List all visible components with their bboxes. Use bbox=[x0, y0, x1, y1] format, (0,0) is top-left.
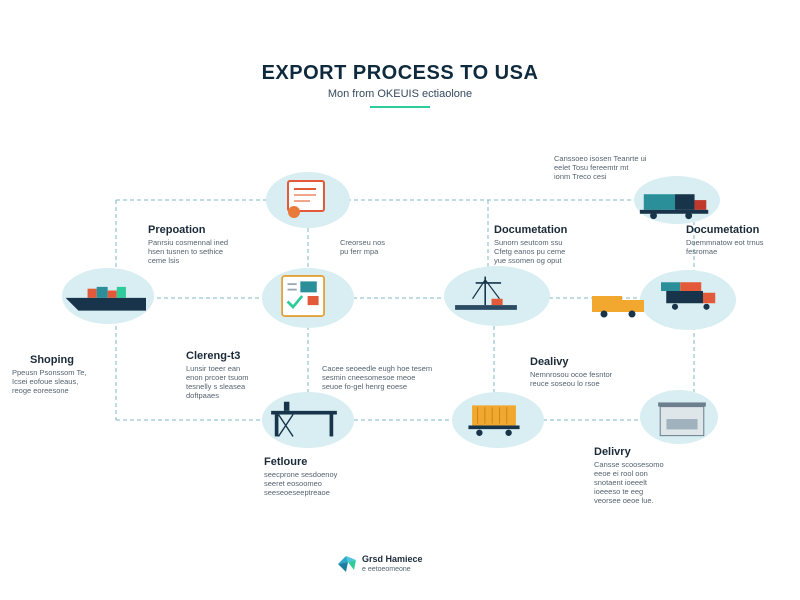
brand-name: Grsd Hamiece bbox=[362, 554, 423, 564]
page-title: EXPORT PROCESS TO USA bbox=[261, 62, 539, 84]
checklist-node bbox=[262, 268, 354, 328]
node-label: Prepoation bbox=[148, 224, 206, 236]
node-desc-line: doftpaaes bbox=[186, 391, 219, 400]
port-crane-node bbox=[444, 266, 550, 326]
node-desc-line: fesromae bbox=[686, 247, 718, 256]
delivery-truck-cab-icon bbox=[592, 296, 644, 318]
title-underline bbox=[370, 106, 430, 108]
node-desc-line: ioeeeso te eeg bbox=[594, 487, 644, 496]
node-desc-line: sesmin cneesomesoe meoe bbox=[322, 373, 416, 382]
node-desc-line: eeoe ei rool oon bbox=[594, 469, 648, 478]
node-desc-line: seecprone sesdoenoy bbox=[264, 470, 338, 479]
node-desc-line: Cansse scoosesomo bbox=[594, 460, 664, 469]
node-desc-line: Cacee seoeedle eugh hoe tesem bbox=[322, 364, 433, 373]
brand-logo-icon bbox=[338, 556, 356, 572]
warehouse-icon bbox=[658, 402, 706, 437]
container-truck-node bbox=[452, 392, 544, 448]
node-desc-line: Creorseu nos bbox=[340, 238, 386, 247]
node-desc-line: Lunsir toeer ean bbox=[186, 364, 241, 373]
node-desc-line: snotaent ioeeelt bbox=[594, 478, 647, 487]
cargo-ship-icon bbox=[65, 286, 146, 311]
node-desc-line: seeret eosoomeo bbox=[264, 479, 322, 488]
node-desc-line: seuoe fo-gel henrg eoese bbox=[322, 382, 408, 391]
truck-icon bbox=[639, 194, 709, 220]
node-desc-line: Sunorn seutcom ssu bbox=[494, 238, 563, 247]
node-desc-line: Icsei eofoue sleaus, bbox=[12, 377, 79, 386]
customs-gate-node bbox=[262, 392, 354, 448]
node-label: Documetation bbox=[686, 224, 760, 236]
node-label: Fetloure bbox=[264, 456, 308, 468]
truck-node bbox=[634, 176, 720, 224]
document-icon bbox=[287, 180, 325, 218]
node-desc-line: Panrsiu cosmennal ined bbox=[148, 238, 229, 247]
node-label: Delivry bbox=[594, 446, 631, 458]
node-desc-line: hsen tusnen to sethice bbox=[148, 247, 224, 256]
document-node bbox=[266, 172, 350, 228]
node-label: Dealivy bbox=[530, 356, 569, 368]
crane-icon bbox=[455, 276, 517, 310]
node-desc-line: eelet Tosu fereemtr mt bbox=[554, 163, 629, 172]
node-desc-line: seeseoeseeptreaoe bbox=[264, 488, 330, 497]
node-desc-line: ceme lsis bbox=[148, 256, 180, 265]
node-label: Documetation bbox=[494, 224, 568, 236]
node-desc-line: Cfetg eanos pu ceme bbox=[494, 247, 566, 256]
brand-tagline: e eetoeomeone bbox=[362, 566, 411, 573]
customs-gate-icon bbox=[271, 401, 337, 437]
node-label: Clereng-t3 bbox=[186, 350, 241, 362]
node-desc-line: Ppeusn Psonssom Te, bbox=[12, 368, 87, 377]
node-desc-line: ionm Treco cesi bbox=[554, 172, 607, 181]
warehouse-node bbox=[640, 390, 718, 444]
node-desc-line: reoge eoreesone bbox=[12, 386, 69, 395]
node-desc-line: pu ferr mpa bbox=[340, 247, 379, 256]
node-desc-line: reuce soseou lo rsoe bbox=[530, 379, 600, 388]
delivery-truck-icon bbox=[661, 282, 716, 310]
page-subtitle: Mon from OKEUIS ectiaolone bbox=[327, 88, 473, 100]
node-desc-line: tesnelly s sleasea bbox=[186, 382, 246, 391]
delivery-truck-node bbox=[640, 270, 736, 330]
node-desc-line: veorsee oeoe lue. bbox=[594, 496, 654, 505]
container-truck-icon bbox=[468, 405, 520, 436]
cargo-ship-node bbox=[62, 268, 154, 324]
node-desc-line: Nemnrosou ocoe fesntor bbox=[530, 370, 613, 379]
node-desc-line: Doemmnatow eot trnus bbox=[686, 238, 764, 247]
node-desc-line: enon prcoer tsuom bbox=[186, 373, 249, 382]
node-desc-line: Canssoeo isosen Teanrte ui bbox=[554, 154, 647, 163]
checklist-icon bbox=[281, 275, 325, 317]
node-label: Shoping bbox=[30, 354, 74, 366]
node-desc-line: yue ssomen og oput bbox=[494, 256, 562, 265]
